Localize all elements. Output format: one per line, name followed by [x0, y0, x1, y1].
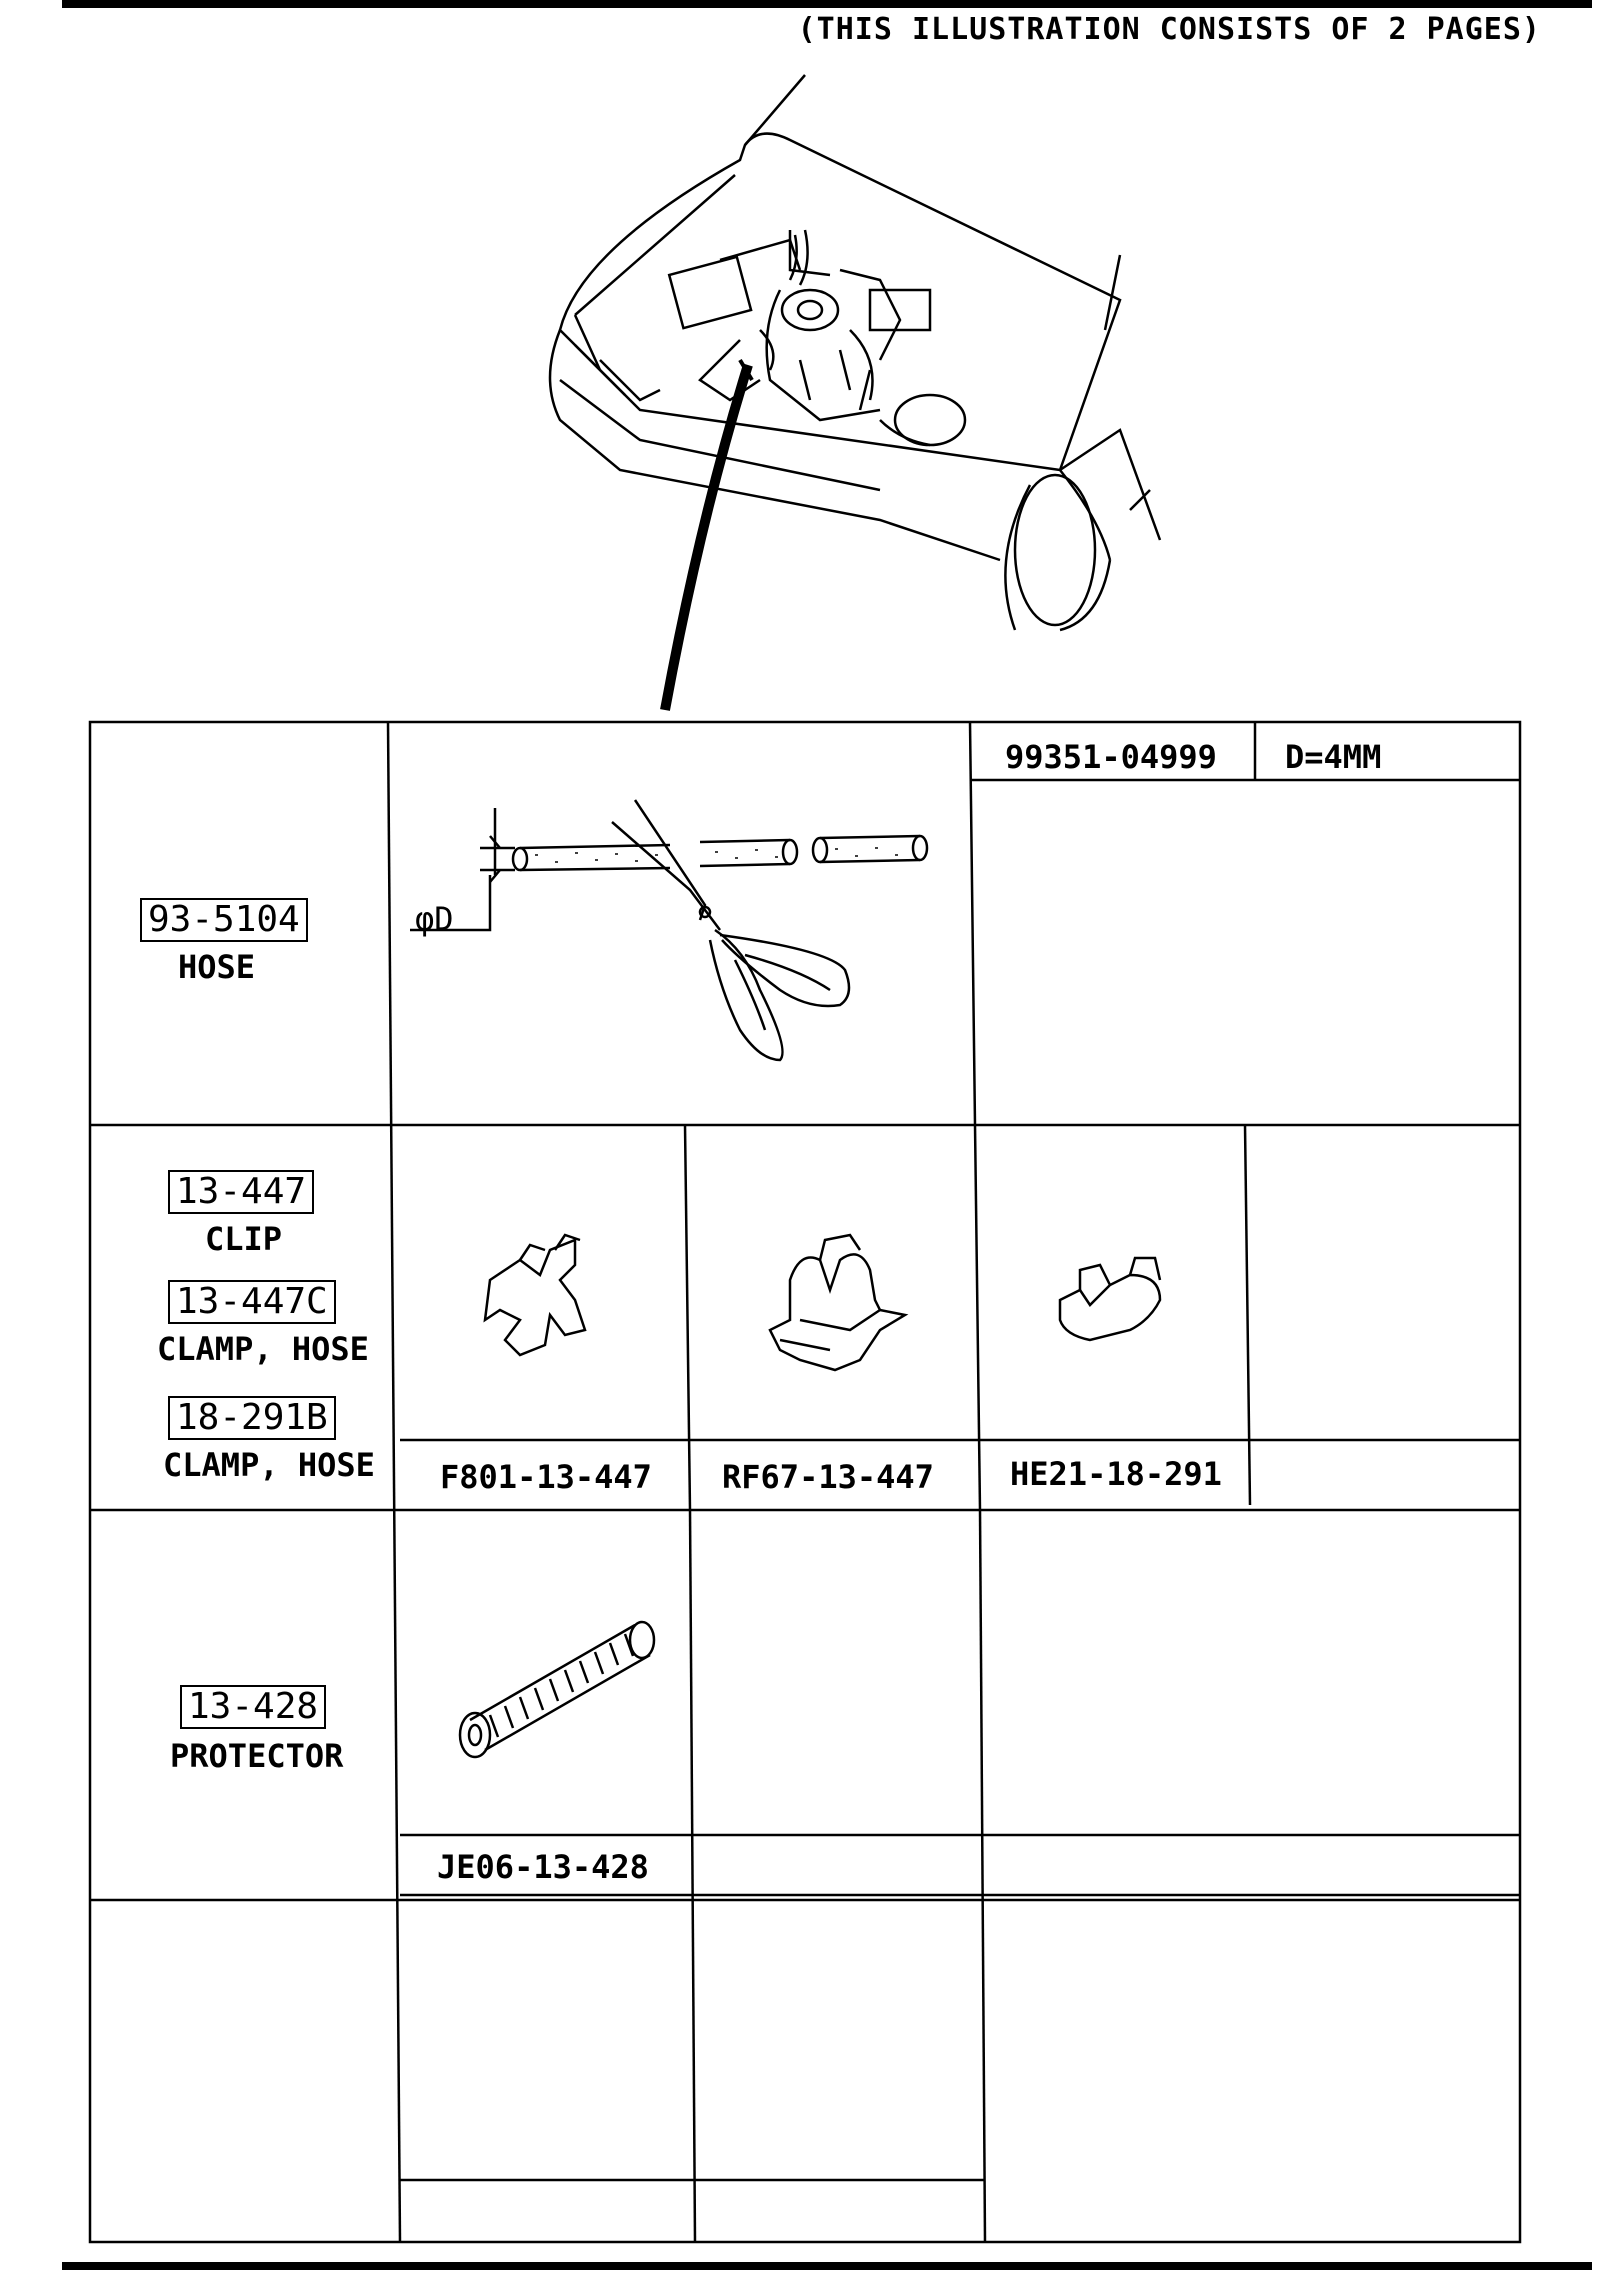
hose-illustration: [410, 808, 929, 932]
clamp-hose-c-name-label: CLAMP, HOSE: [157, 1330, 369, 1368]
clamp-hose-b-code-box[interactable]: 18-291B: [168, 1396, 336, 1440]
clamp-hose-b-name-label: CLAMP, HOSE: [163, 1446, 375, 1484]
clip-f801-illustration: [483, 1233, 587, 1357]
clip-part-number-rf67[interactable]: RF67-13-447: [722, 1458, 934, 1496]
clamp-part-number-he21[interactable]: HE21-18-291: [1010, 1455, 1222, 1493]
protector-name-label: PROTECTOR: [170, 1737, 344, 1775]
clip-part-number-f801[interactable]: F801-13-447: [440, 1458, 652, 1496]
hose-code-box[interactable]: 93-5104: [140, 898, 308, 942]
clip-code-box[interactable]: 13-447: [168, 1170, 315, 1214]
top-rule: [62, 0, 1592, 8]
clamp-hose-c-code-box[interactable]: 13-447C: [168, 1280, 336, 1324]
protector-code-box[interactable]: 13-428: [180, 1685, 327, 1729]
protector-illustration: [458, 1620, 656, 1759]
hose-part-number[interactable]: 99351-04999: [1005, 738, 1217, 776]
hose-spec: D=4MM: [1285, 738, 1382, 776]
clamp-he21-illustration: [1058, 1256, 1162, 1342]
parts-table-grid: [88, 720, 1522, 2244]
hose-diameter-label: φD: [415, 900, 454, 938]
illustration-page-note: (THIS ILLUSTRATION CONSISTS OF 2 PAGES): [797, 12, 1541, 47]
leader-arrow: [660, 363, 753, 711]
clip-rf67-illustration: [768, 1233, 909, 1372]
bottom-rule: [62, 2262, 1592, 2270]
protector-part-number[interactable]: JE06-13-428: [437, 1848, 649, 1886]
hose-name-label: HOSE: [178, 948, 256, 986]
clip-name-label: CLIP: [205, 1220, 283, 1258]
scissors-illustration: [611, 799, 851, 1062]
vehicle-engine-illustration: [548, 74, 1162, 632]
